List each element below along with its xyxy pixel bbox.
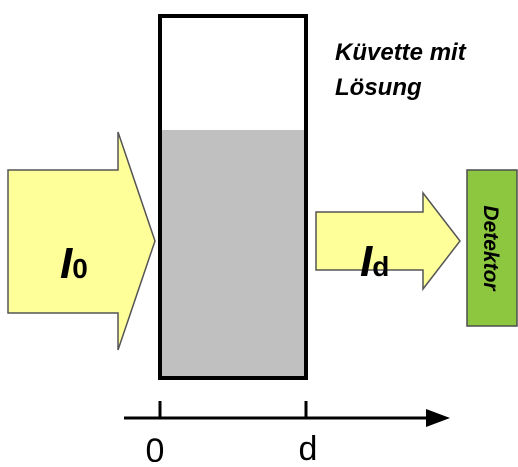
cuvette-label-line1: Küvette mit: [335, 39, 467, 66]
detector-label: Detektor: [479, 205, 502, 292]
incident-intensity-symbol: I: [60, 239, 73, 288]
transmitted-intensity-subscript: d: [372, 251, 389, 282]
transmitted-intensity-symbol: I: [360, 237, 373, 286]
transmitted-beam-arrow: [315, 190, 461, 292]
axis-tick-label-end: d: [299, 430, 318, 462]
incident-beam-arrow: [7, 131, 156, 351]
detector-box: [466, 169, 518, 327]
transmitted-intensity-label: Id: [360, 237, 389, 286]
axis-tick-label-start: 0: [146, 432, 165, 462]
incident-intensity-label: I0: [60, 239, 88, 288]
cuvette-outline: [158, 14, 308, 380]
solution-fill: [160, 130, 306, 378]
incident-intensity-subscript: 0: [72, 253, 88, 284]
axis-arrowhead: [426, 409, 450, 427]
cuvette-label-line2: Lösung: [335, 74, 422, 101]
